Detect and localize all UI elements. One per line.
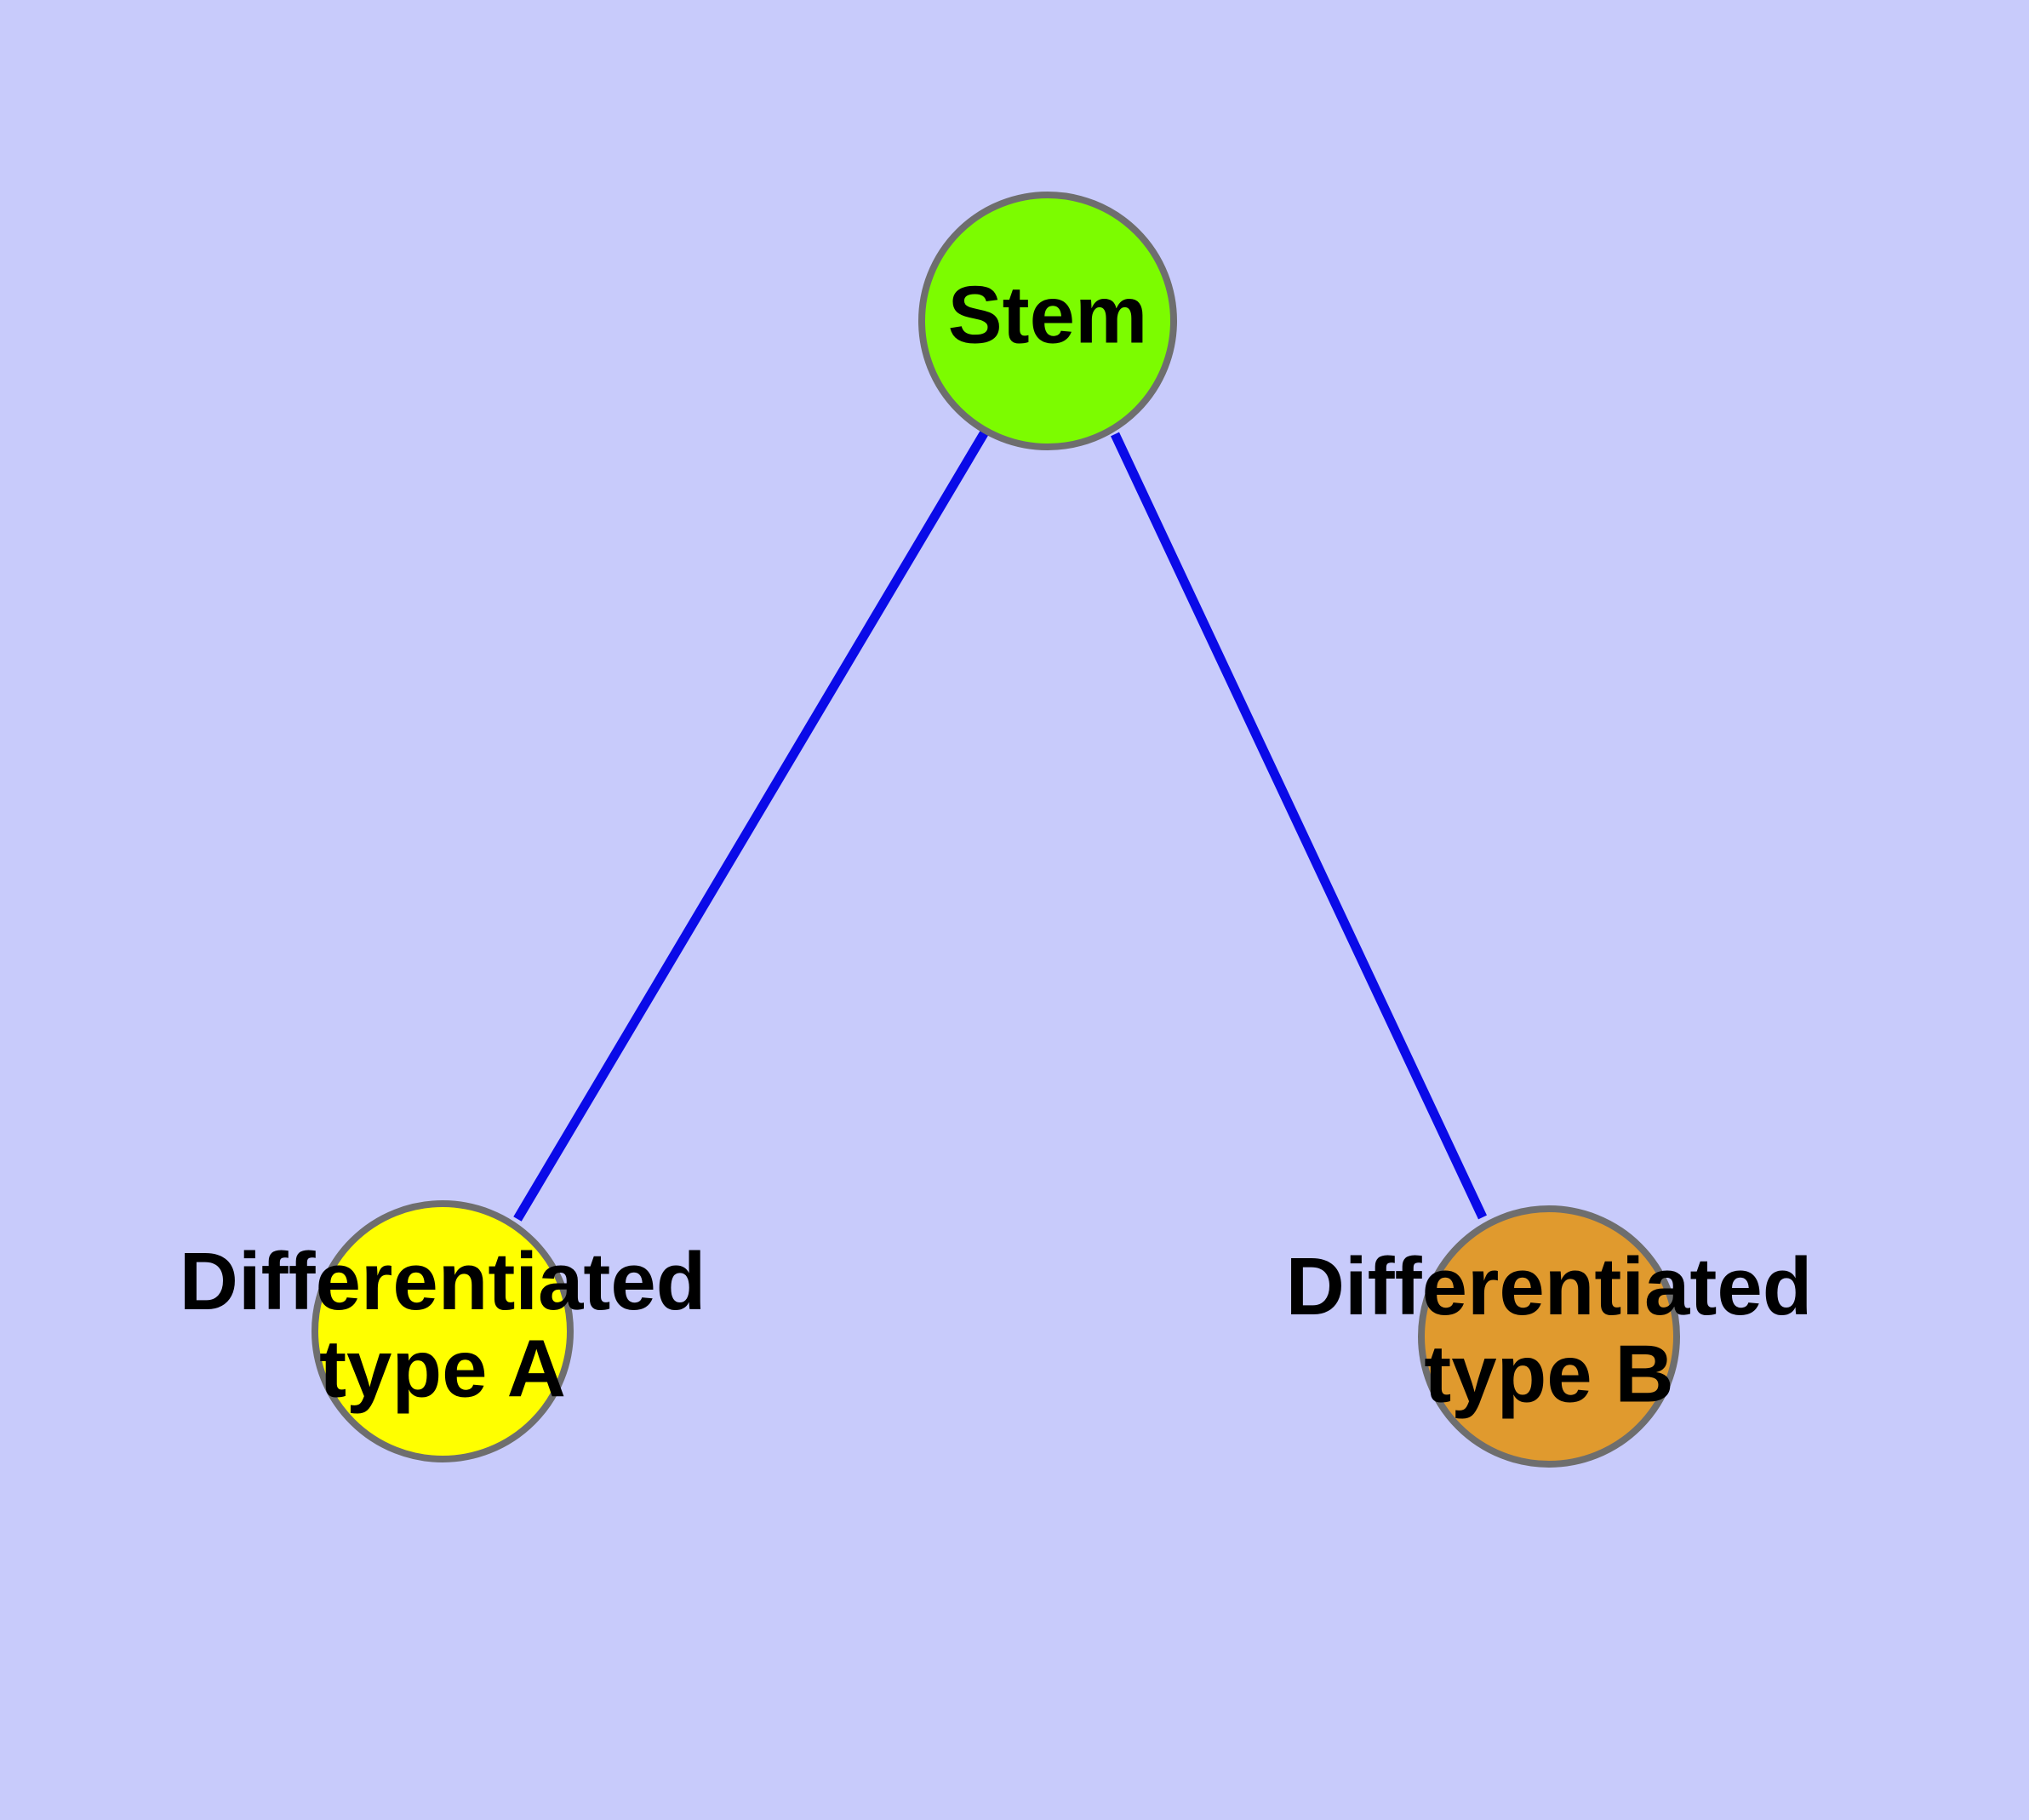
node-label-diff_a-line-2: type A	[319, 1324, 566, 1415]
node-label-stem-line-1: Stem	[948, 269, 1148, 360]
edges-layer	[513, 428, 1487, 1222]
node-label-diff_b-line-1: Differentiated	[1286, 1241, 1813, 1332]
nodes-layer	[311, 192, 1680, 1468]
graph-node-stem[interactable]	[918, 192, 1177, 450]
graph-node-diff_a[interactable]	[311, 1200, 574, 1462]
node-label-diff_a-line-1: Differentiated	[180, 1236, 706, 1327]
graph-edge-stem-to-b[interactable]	[1111, 432, 1487, 1220]
node-label-diff_b-line-2: type B	[1424, 1329, 1673, 1420]
graph-edge-stem-to-a[interactable]	[513, 428, 990, 1222]
graph-node-diff_b[interactable]	[1418, 1205, 1680, 1468]
